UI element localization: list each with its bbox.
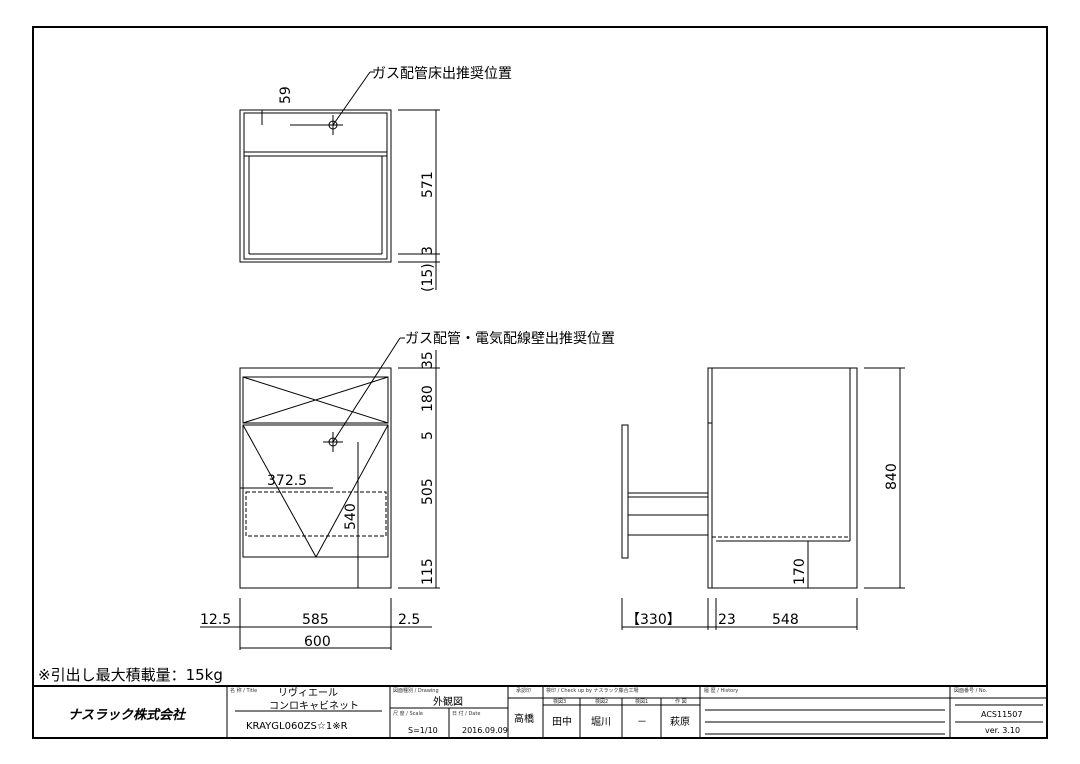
gas-floor-callout: ガス配管床出推奨位置	[372, 66, 512, 82]
check-col-drafter: 作 図	[675, 698, 687, 705]
dim-180: 180	[420, 385, 436, 412]
dim-15: (15)	[420, 263, 436, 292]
dim-372-5: 372.5	[267, 473, 307, 489]
date-value: 2016.09.09	[462, 726, 508, 735]
dim-548: 548	[772, 612, 799, 628]
dim-600: 600	[304, 634, 331, 650]
version: ver. 3.10	[985, 726, 1020, 735]
dim-3: 3	[420, 246, 436, 255]
company-logo: ナスラック株式会社	[68, 707, 187, 723]
dim-12-5: 12.5	[200, 612, 231, 628]
check-col-1: 検図1	[635, 698, 648, 705]
dim-5: 5	[420, 431, 436, 440]
title-block	[33, 685, 1047, 738]
scale-label: 尺 度 / Scale	[393, 710, 423, 717]
drawing-label: 図面種別 / Drawing	[393, 687, 439, 694]
dim-35: 35	[420, 351, 436, 369]
title-line1: リヴィエール	[278, 686, 338, 699]
sheet-border	[32, 26, 1048, 739]
dim-2-5: 2.5	[398, 612, 420, 628]
number-label: 図面番号 / No.	[954, 687, 988, 694]
checker-3: 田中	[552, 715, 572, 728]
dim-330: 【330】	[626, 612, 681, 628]
model-number: KRAYGL060ZS☆1※R	[246, 721, 348, 732]
approver: 高橋	[514, 712, 534, 725]
dim-115: 115	[420, 558, 436, 585]
dim-505: 505	[420, 478, 436, 505]
dim-585: 585	[302, 612, 329, 628]
top-view	[239, 71, 440, 290]
checker-2: 堀川	[591, 716, 611, 728]
checker-1: －	[637, 717, 647, 728]
gas-wall-callout: ガス配管・電気配線壁出推奨位置	[405, 331, 615, 347]
dim-840: 840	[884, 463, 900, 490]
drafter: 萩原	[670, 716, 690, 728]
check-col-3: 検図3	[553, 698, 566, 705]
history-label: 履 歴 / History	[704, 688, 738, 694]
dim-23: 23	[718, 612, 736, 628]
check-label: 検印 / Check up by ナスラック藤合工場	[546, 687, 639, 694]
dim-571: 571	[420, 171, 436, 198]
check-col-2: 検図2	[595, 698, 608, 705]
dim-170: 170	[792, 558, 808, 585]
dim-59: 59	[278, 86, 294, 104]
date-label: 日 付 / Date	[452, 710, 480, 717]
side-view	[621, 367, 905, 630]
title-label: 名 称 / Title	[230, 687, 257, 694]
load-note: ※引出し最大積載量：15kg	[38, 666, 223, 684]
approval-label: 承認印	[516, 687, 531, 694]
title-line2: コンロキャビネット	[269, 700, 359, 712]
drawing-number: ACS11507	[981, 710, 1022, 719]
scale-value: S=1/10	[408, 726, 438, 735]
drawing-type: 外観図	[433, 695, 463, 708]
front-view	[200, 337, 440, 650]
dim-540: 540	[343, 503, 359, 530]
